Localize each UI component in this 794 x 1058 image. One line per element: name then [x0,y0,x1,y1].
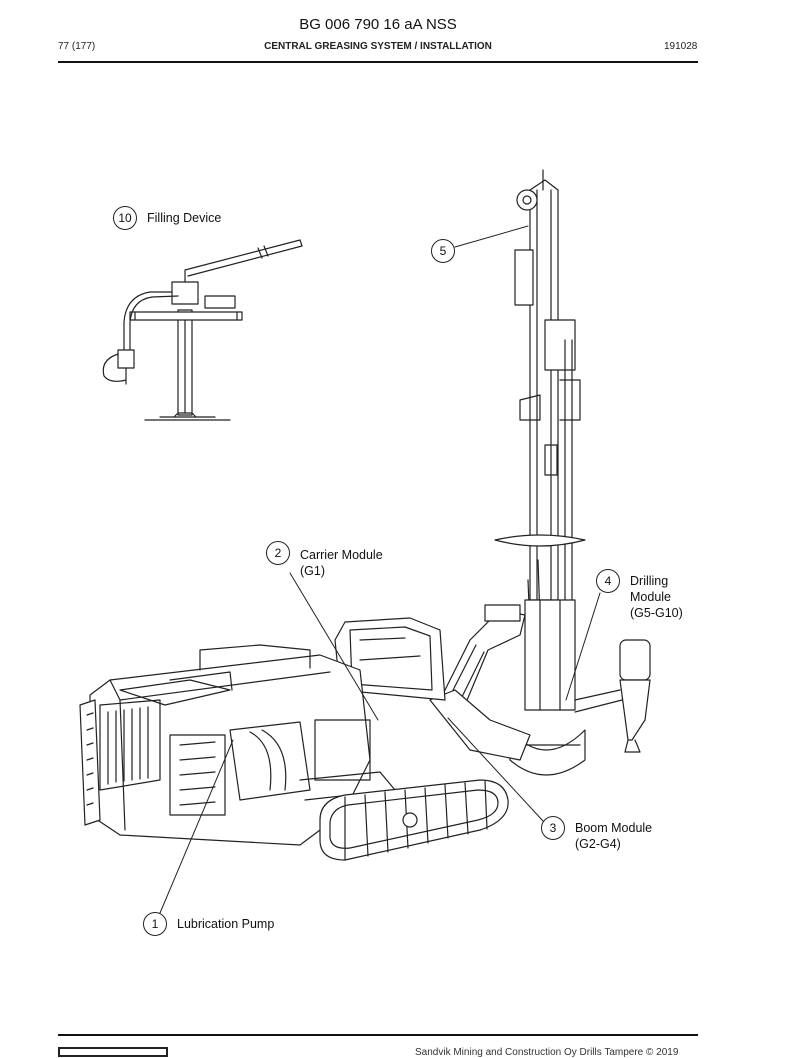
document-id: BG 006 790 16 aA NSS [299,16,457,33]
boom-illustration [429,604,531,761]
carrier-module-title: Carrier Module [300,548,383,562]
mast-illustration [494,169,586,776]
document-code: 191028 [664,41,698,52]
track-illustration [319,779,509,861]
dust-collector-illustration [574,639,651,753]
callout-label-lubrication-pump: Lubrication Pump [177,917,275,931]
callout-label-carrier-module: Carrier Module (G1) [300,547,383,579]
boom-module-title: Boom Module [575,821,653,835]
footer-divider [58,1034,698,1036]
drilling-module-code: (G5-G10) [630,606,683,620]
callout-number-4: 4 [596,569,620,593]
filling-device-illustration [102,239,303,421]
cabin-illustration [334,617,446,701]
carrier-module-code: (G1) [300,564,325,578]
page-number: 77 (177) [58,41,96,52]
section-title: CENTRAL GREASING SYSTEM / INSTALLATION [264,41,492,52]
brand-logo [58,1047,168,1057]
callout-number-1: 1 [143,912,167,936]
callout-number-2: 2 [266,541,290,565]
carrier-illustration [79,644,396,846]
callout-label-boom-module: Boom Module (G2-G4) [575,820,652,852]
callout-number-10: 10 [113,206,137,230]
callout-number-5: 5 [431,239,455,263]
callout-leader-lines [159,225,601,914]
boom-module-code: (G2-G4) [575,837,621,851]
callout-label-drilling-module: Drilling Module (G5-G10) [630,573,683,621]
drilling-module-title: Drilling [630,574,669,588]
callout-label-filling-device: Filling Device [147,211,222,225]
drilling-module-subtitle: Module [630,590,671,604]
callout-number-3: 3 [541,816,565,840]
header-divider [58,61,698,63]
